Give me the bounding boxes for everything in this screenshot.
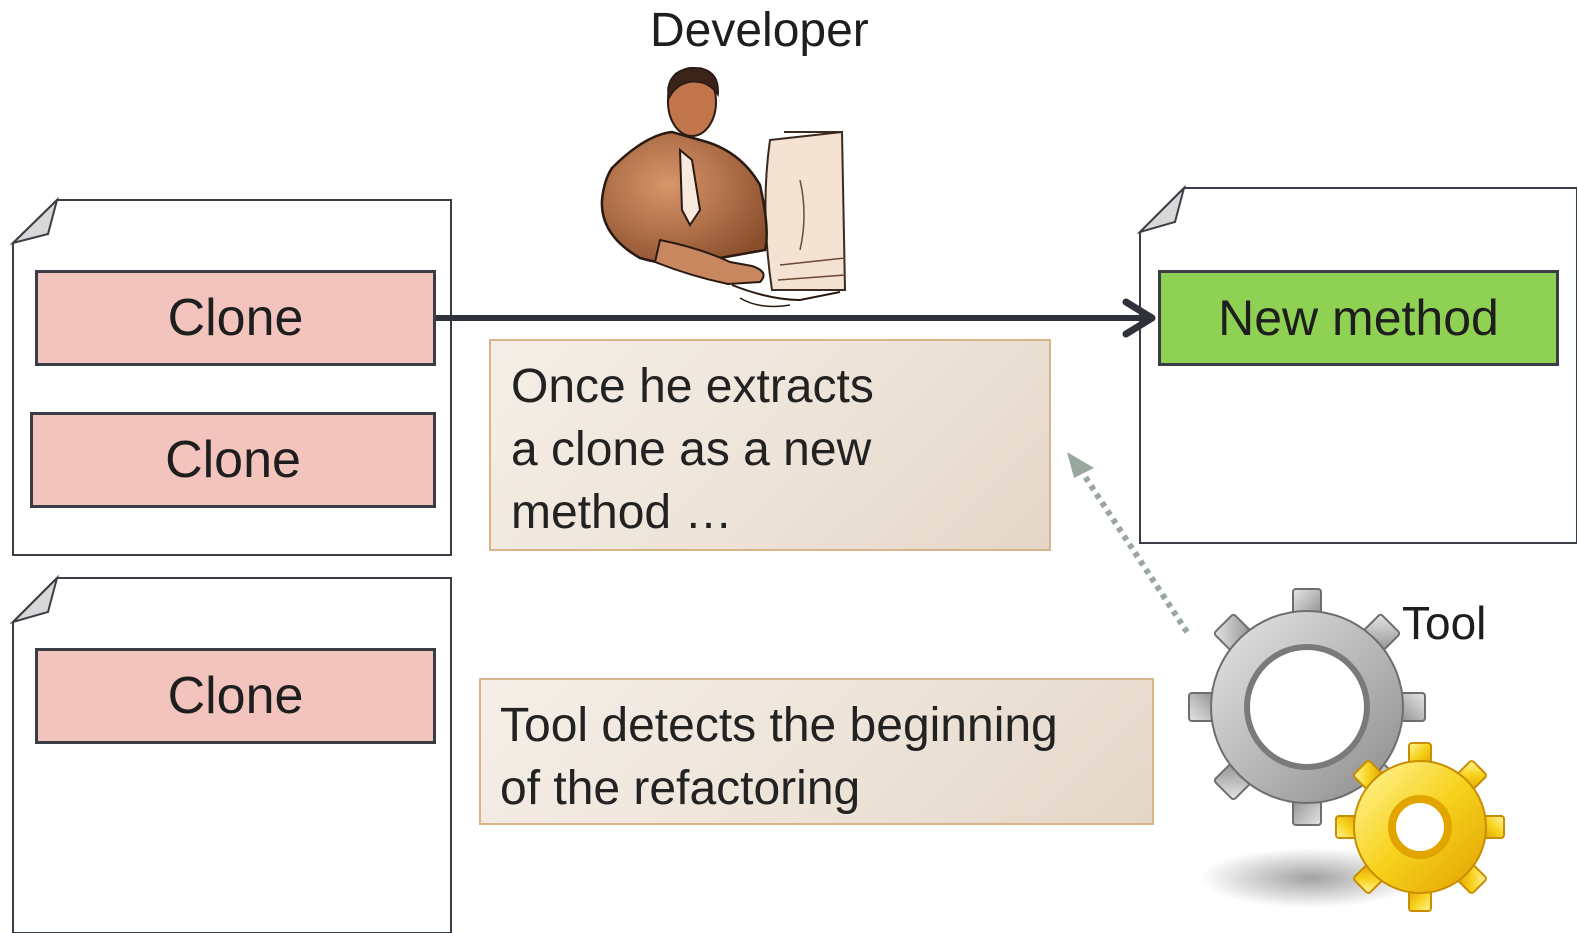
clone-box: Clone bbox=[35, 270, 436, 366]
extract-arrow bbox=[436, 298, 1156, 338]
developer-label: Developer bbox=[650, 4, 869, 57]
detect-note-line: of the refactoring bbox=[500, 762, 861, 815]
extract-note-line: method … bbox=[511, 486, 733, 539]
clone-box: Clone bbox=[35, 648, 436, 744]
extract-note-line: a clone as a new bbox=[511, 423, 872, 476]
new-method-box: New method bbox=[1158, 270, 1559, 366]
tool-label: Tool bbox=[1402, 597, 1487, 649]
detect-note-line: Tool detects the beginning bbox=[500, 699, 1058, 752]
tool-detect-arrow bbox=[1067, 452, 1190, 634]
extract-note: Once he extracts a clone as a new method… bbox=[489, 339, 1051, 551]
detect-note: Tool detects the beginning of the refact… bbox=[479, 678, 1154, 825]
document-bottom-left bbox=[9, 574, 452, 933]
gear-icon bbox=[1188, 588, 1505, 912]
clone-box: Clone bbox=[30, 412, 436, 508]
extract-note-line: Once he extracts bbox=[511, 360, 874, 413]
developer-at-computer-illustration bbox=[600, 67, 847, 308]
